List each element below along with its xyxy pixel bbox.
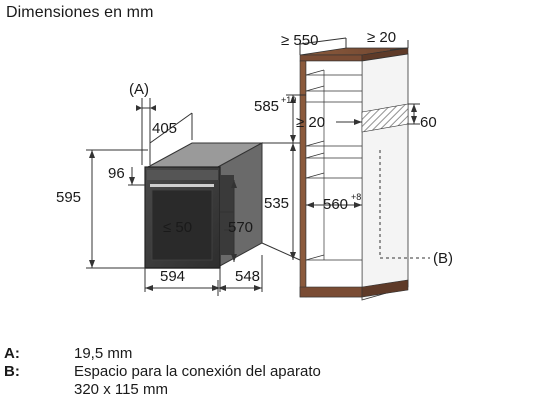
dim-oven-depth-body: 405 xyxy=(152,120,177,137)
cabinet-arrowheads xyxy=(290,95,417,208)
callout-b-label: (B) xyxy=(433,250,453,267)
dim-cabinet-vent-height: 60 xyxy=(420,114,437,131)
legend-b-text-line1: Espacio para la conexión del aparato xyxy=(74,363,321,380)
legend-a-text: 19,5 mm xyxy=(74,345,133,362)
dim-cabinet-min-top-gap: ≥ 20 xyxy=(367,29,396,46)
cabinet-drawing xyxy=(299,47,409,301)
legend-a-key: A: xyxy=(4,345,20,362)
connection-space-outline xyxy=(379,150,430,259)
dim-oven-inner-height: 570 xyxy=(228,219,253,236)
callout-a-label: (A) xyxy=(129,81,149,98)
dim-cabinet-niche-height-tol: +10 xyxy=(281,95,296,105)
legend-b-line2: 320 x 115 mm xyxy=(74,381,168,398)
dim-cabinet-vent-gap: ≥ 20 xyxy=(296,114,325,131)
oven-control-strip xyxy=(147,170,218,180)
legend-b-key: B: xyxy=(4,363,20,380)
oven-rear-strip xyxy=(220,175,234,255)
oven-drawing xyxy=(144,142,263,269)
cabinet-bottom-board xyxy=(299,286,363,298)
dim-cabinet-min-depth: ≥ 550 xyxy=(281,32,318,49)
dim-cabinet-niche-width-tol: +8 xyxy=(351,192,361,202)
dim-oven-total-height: 595 xyxy=(56,189,81,206)
oven-door-window xyxy=(151,189,213,261)
oven-handle xyxy=(150,184,214,187)
legend-b: B: Espacio para la conexión del aparato xyxy=(4,363,321,380)
oven-arrowheads xyxy=(89,105,296,291)
diagram-title: Dimensiones en mm xyxy=(6,4,154,21)
dim-oven-door-gap: ≤ 50 xyxy=(163,219,192,236)
legend-a: A: 19,5 mm xyxy=(4,345,133,362)
legend-b-text-line2: 320 x 115 mm xyxy=(74,381,168,398)
cabinet-right-side xyxy=(361,53,409,301)
dim-oven-front-height: 535 xyxy=(264,195,289,212)
dim-oven-top-offset: 96 xyxy=(108,165,125,182)
dim-cabinet-niche-height: 585 xyxy=(254,98,279,115)
dim-oven-width: 594 xyxy=(160,268,185,285)
dim-oven-total-depth: 548 xyxy=(235,268,260,285)
cabinet-left-edge xyxy=(299,60,307,298)
dim-cabinet-niche-width: 560 xyxy=(323,196,348,213)
